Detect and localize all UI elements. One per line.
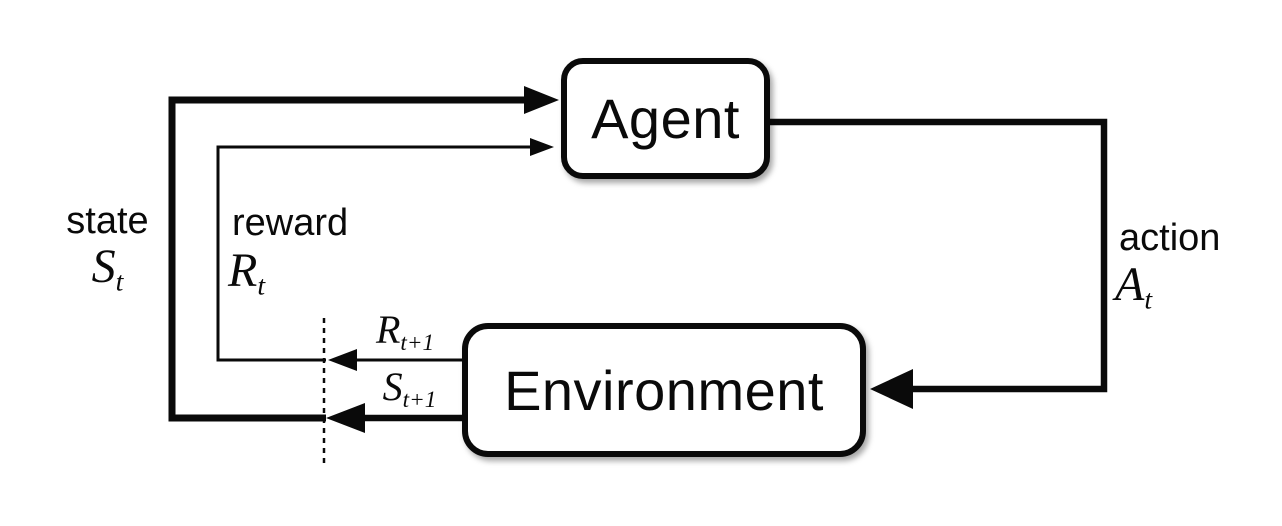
next-state-symbol-base: S <box>382 364 403 409</box>
environment-node: Environment <box>462 323 866 457</box>
state-arrowhead-into-agent-icon <box>524 86 559 114</box>
state-symbol: St <box>40 240 175 295</box>
next-reward-symbol: Rt+1 <box>350 307 460 355</box>
next-state-symbol-subscript: t+1 <box>402 386 437 413</box>
next-reward-arrowhead-icon <box>328 349 357 371</box>
state-loop-line <box>168 96 527 422</box>
reward-edge-label: reward <box>232 202 349 244</box>
reward-loop-line <box>216 145 534 362</box>
action-arrowhead-into-environment-icon <box>870 369 913 409</box>
action-symbol: At <box>1115 258 1152 313</box>
reward-arrowhead-into-agent-icon <box>530 138 554 156</box>
next-reward-symbol-subscript: t+1 <box>400 329 435 356</box>
agent-node: Agent <box>561 58 770 179</box>
action-edge-label: action <box>1119 217 1221 259</box>
state-symbol-base: S <box>91 240 116 293</box>
reward-symbol-subscript: t <box>257 270 266 302</box>
reward-symbol-base: R <box>228 244 258 297</box>
next-state-arrowhead-icon <box>326 403 365 433</box>
action-word: action <box>1119 217 1221 259</box>
reward-symbol: Rt <box>228 244 265 299</box>
state-word: state <box>66 200 149 242</box>
state-symbol-subscript: t <box>115 266 124 298</box>
action-symbol-base: A <box>1115 258 1145 311</box>
next-state-symbol: St+1 <box>352 364 467 412</box>
reward-word: reward <box>232 202 349 244</box>
next-reward-symbol-base: R <box>375 307 401 352</box>
environment-node-label: Environment <box>504 358 824 422</box>
state-edge-label: state <box>40 200 175 242</box>
action-line <box>769 118 1108 393</box>
agent-node-label: Agent <box>591 87 740 150</box>
action-symbol-subscript: t <box>1144 284 1153 316</box>
